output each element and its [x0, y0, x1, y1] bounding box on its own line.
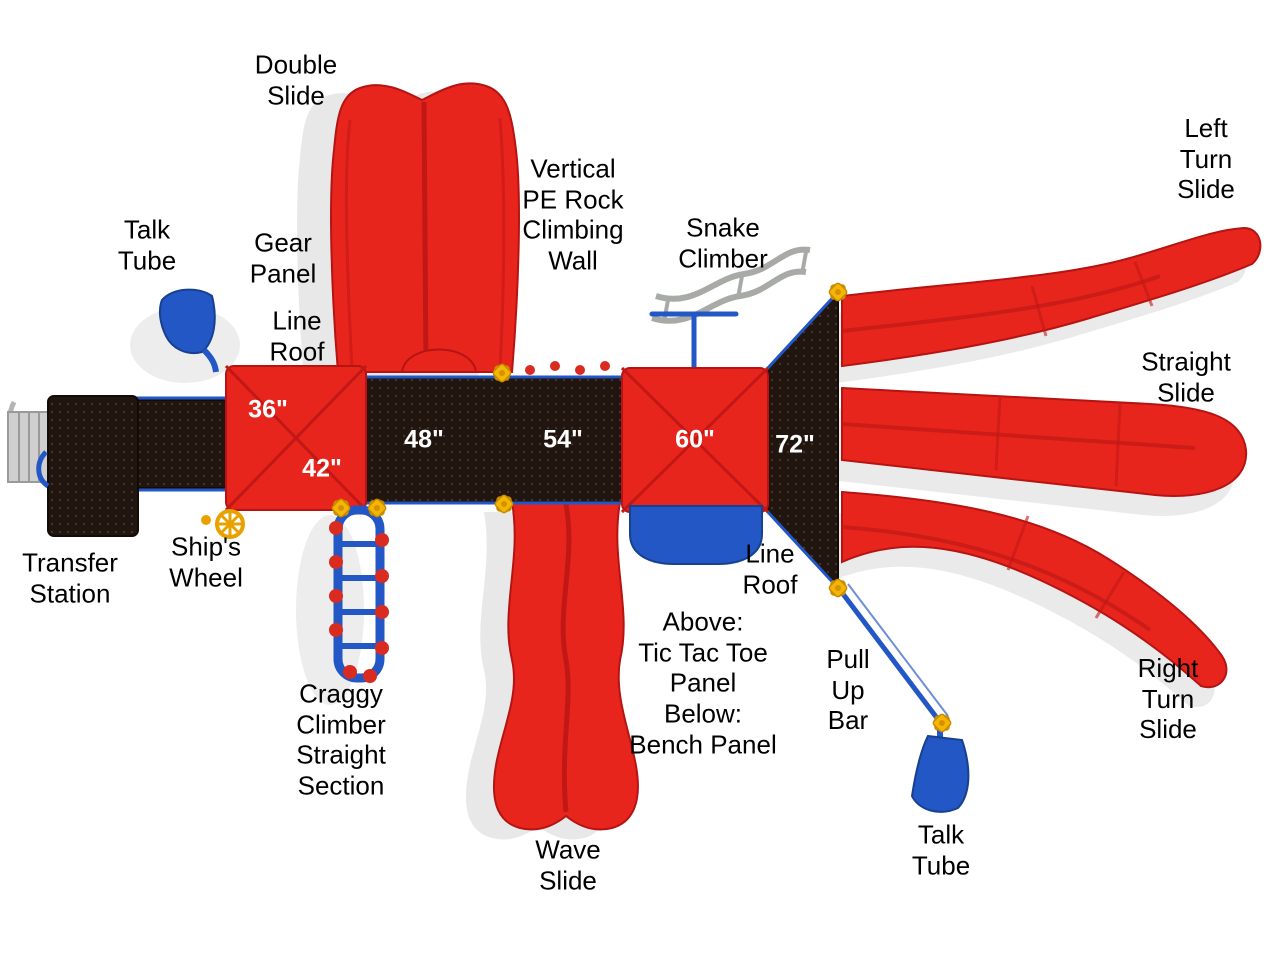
talk-tube-left-graphic — [158, 288, 219, 373]
label-straight-slide: Straight Slide — [1141, 346, 1231, 407]
label-transfer-station: Transfer Station — [22, 547, 118, 608]
label-wave-slide: Wave Slide — [535, 834, 601, 895]
right-turn-slide-graphic — [841, 491, 1228, 689]
pull-up-bar-graphic — [838, 583, 949, 724]
ships-wheel-graphic — [201, 509, 245, 539]
label-snake-climber: Snake Climber — [678, 212, 768, 273]
transfer-station-graphic — [7, 395, 139, 537]
talk-tube-right-graphic — [910, 724, 970, 813]
label-left-turn-slide: Left Turn Slide — [1177, 112, 1235, 205]
label-right-turn-slide: Right Turn Slide — [1137, 652, 1199, 745]
label-talk-tube-right: Talk Tube — [911, 819, 971, 880]
label-ships-wheel: Ship's Wheel — [169, 531, 243, 592]
label-climbing-wall: Vertical PE Rock Climbing Wall — [522, 153, 624, 276]
label-line-roof-bottom: Line Roof — [742, 538, 798, 599]
deck-roof-36-42 — [224, 364, 368, 512]
label-craggy-climber: Craggy Climber Straight Section — [296, 678, 386, 801]
label-line-roof-top: Line Roof — [269, 305, 325, 366]
left-turn-slide-graphic — [841, 227, 1262, 367]
measurement-42: 42" — [302, 454, 342, 483]
wave-slide-graphic — [492, 501, 639, 831]
label-panel-note: Above: Tic Tac Toe Panel Below: Bench Pa… — [629, 606, 777, 760]
straight-slide-graphic — [841, 387, 1248, 497]
measurement-72: 72" — [775, 430, 815, 459]
label-talk-tube-left: Talk Tube — [117, 214, 177, 275]
bench-panel-graphic — [629, 505, 763, 565]
measurement-60: 60" — [675, 425, 715, 454]
craggy-climber-graphic — [329, 505, 389, 683]
snake-climber-graphic — [649, 246, 811, 375]
label-gear-panel: Gear Panel — [249, 227, 317, 288]
label-pull-up-bar: Pull Up Bar — [826, 643, 870, 736]
double-slide-graphic — [330, 82, 520, 373]
label-double-slide: Double Slide — [254, 49, 338, 110]
measurement-48: 48" — [404, 425, 444, 454]
measurement-54: 54" — [543, 425, 583, 454]
measurement-36: 36" — [248, 395, 288, 424]
